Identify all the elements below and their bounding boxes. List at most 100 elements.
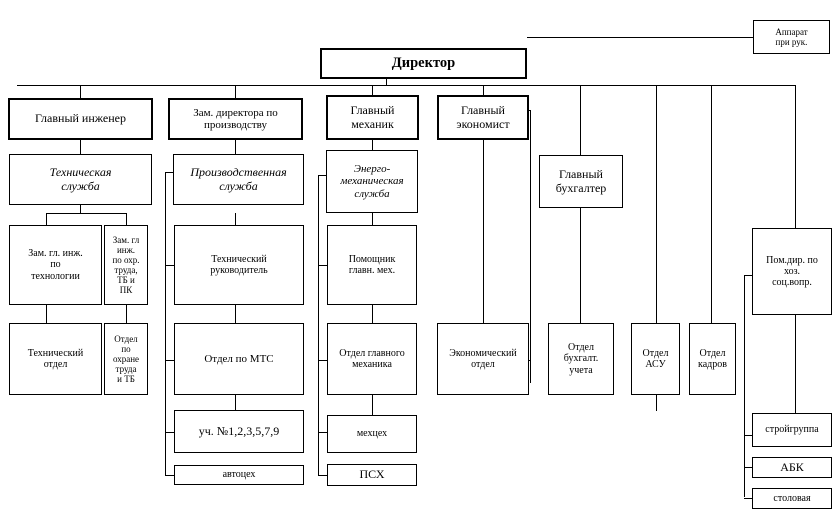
connector-energo-spine-psh xyxy=(318,475,327,476)
connector-right-deputy-spine xyxy=(744,275,745,497)
connector-dept-to-mehceh xyxy=(372,395,373,415)
box-director[interactable]: Директор xyxy=(320,48,527,79)
connector-deputy-to-prod-service xyxy=(235,140,236,154)
connector-drop-deputy-economic xyxy=(795,85,796,228)
box-stroygruppa[interactable]: стройгруппа xyxy=(752,413,832,447)
connector-prod-spine-top xyxy=(165,172,174,173)
connector-mts-to-uch xyxy=(235,395,236,410)
connector-drop-chief-economist xyxy=(483,85,484,95)
box-stroygruppa-label: стройгруппа xyxy=(765,424,819,436)
connector-drop-asu xyxy=(656,85,657,330)
box-mts-department-label: Отдел по МТС xyxy=(204,352,274,365)
connector-tech-to-deputy-tech xyxy=(46,213,47,225)
box-mehceh[interactable]: мехцех xyxy=(327,415,417,453)
connector-leader-to-mts xyxy=(235,305,236,323)
box-chief-engineer-label: Главный инженер xyxy=(35,111,126,126)
box-mts-department[interactable]: Отдел по МТС xyxy=(174,323,304,395)
connector-prod-spine-uch xyxy=(165,432,174,433)
connector-main-bus xyxy=(17,85,796,86)
connector-drop-chief-accountant xyxy=(580,85,581,155)
connector-director-stem xyxy=(386,78,387,86)
connector-right-spine-abk xyxy=(744,467,753,468)
box-director-label: Директор xyxy=(391,55,456,72)
connector-asu-bottom xyxy=(656,395,657,411)
connector-drop-deputy-production xyxy=(235,85,236,98)
connector-drop-chief-engineer xyxy=(80,85,81,98)
connector-energo-spine-assistant xyxy=(318,265,327,266)
connector-energo-spine-top xyxy=(318,175,327,176)
box-uchastki-label: уч. №1,2,3,5,7,9 xyxy=(198,423,280,438)
connector-deputy-safety-to-dept xyxy=(126,305,127,323)
connector-prod-spine-mts xyxy=(165,360,174,361)
connector-deputy-to-stroy xyxy=(795,315,796,413)
connector-drop-chief-mechanic xyxy=(372,85,373,95)
connector-tech-service-stem xyxy=(80,205,81,213)
connector-prod-spine-leader xyxy=(165,265,174,266)
connector-energo-spine-dept xyxy=(318,360,327,361)
connector-right-spine-top xyxy=(744,275,753,276)
connector-prod-spine-autoceh xyxy=(165,475,174,476)
box-psh[interactable]: ПСХ xyxy=(327,464,417,486)
connector-prod-service-to-leader xyxy=(235,213,236,225)
connector-economist-to-dept xyxy=(483,140,484,323)
connector-tech-service-bus xyxy=(46,213,126,214)
box-abk-label: АБК xyxy=(780,459,804,474)
connector-tech-to-deputy-safety xyxy=(126,213,127,225)
box-stolovaya[interactable]: столовая xyxy=(752,488,832,509)
connector-right-spine-stolovaya xyxy=(744,498,753,499)
box-chief-engineer[interactable]: Главный инженер xyxy=(8,98,153,140)
connector-energo-left-spine xyxy=(318,175,319,475)
box-stolovaya-label: столовая xyxy=(773,492,811,504)
box-autoceh-label: автоцех xyxy=(222,469,256,481)
box-uchastki[interactable]: уч. №1,2,3,5,7,9 xyxy=(174,410,304,453)
connector-engineer-to-tech-service xyxy=(80,137,81,154)
box-psh-label: ПСХ xyxy=(359,467,385,482)
connector-energo-to-assistant xyxy=(372,213,373,225)
connector-assistant-to-dept xyxy=(372,305,373,323)
connector-director-to-apparatus xyxy=(527,37,753,38)
connector-prod-left-spine xyxy=(165,172,166,475)
box-abk[interactable]: АБК xyxy=(752,457,832,478)
connector-mechanic-to-energo-service xyxy=(372,140,373,150)
box-autoceh[interactable]: автоцех xyxy=(174,465,304,485)
